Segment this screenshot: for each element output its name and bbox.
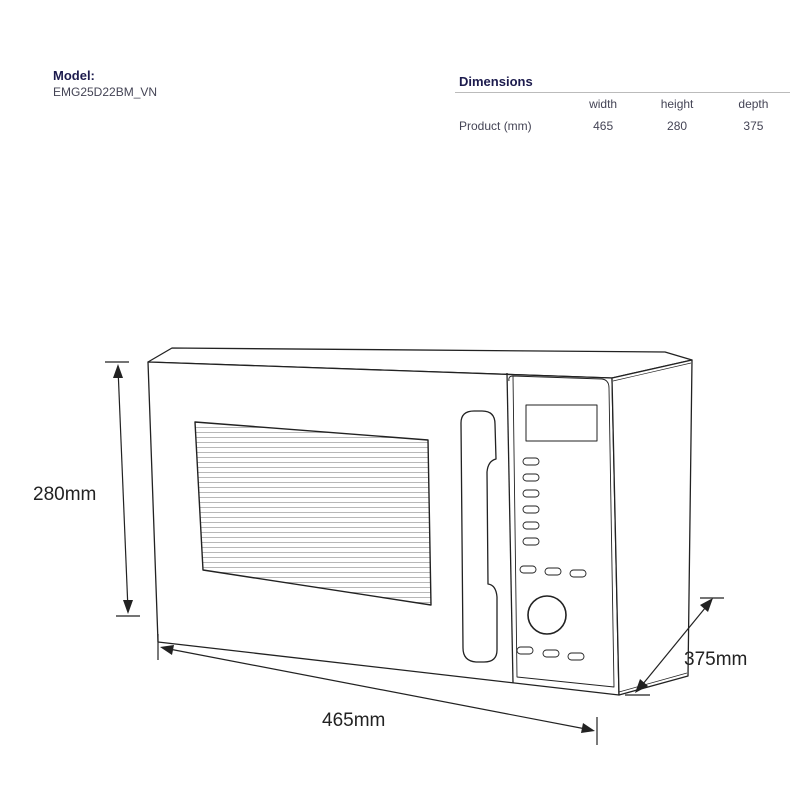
width-dimension-line — [157, 634, 598, 745]
dimensions-title: Dimensions — [455, 70, 790, 93]
dimensions-grid: width height depth Product (mm) 465 280 … — [455, 93, 790, 137]
dimensions-header-row: width height depth — [455, 93, 790, 115]
control-button — [522, 489, 540, 498]
row-label-product: Product (mm) — [459, 119, 532, 133]
control-button — [542, 649, 560, 658]
control-button — [522, 537, 540, 546]
width-label: 465mm — [322, 710, 386, 731]
value-depth: 375 — [743, 119, 764, 133]
door-window — [194, 421, 432, 606]
model-number: EMG25D22BM_VN — [53, 85, 158, 99]
control-button — [569, 569, 587, 578]
control-button — [516, 646, 534, 655]
display-window — [525, 404, 598, 442]
height-dimension-line — [105, 361, 140, 617]
control-button — [522, 521, 540, 530]
height-label: 280mm — [33, 484, 97, 505]
model-label: Model: — [53, 68, 95, 83]
control-button — [522, 473, 540, 482]
value-width: 465 — [593, 119, 614, 133]
depth-dimension-line — [625, 597, 724, 696]
column-header-height: height — [660, 97, 694, 111]
control-button — [544, 567, 562, 576]
column-header-depth: depth — [738, 97, 769, 111]
table-row: Product (mm) 465 280 375 — [455, 115, 790, 137]
microwave-side-face — [611, 359, 693, 696]
value-height: 280 — [667, 119, 688, 133]
control-button — [519, 565, 537, 574]
door-divider — [506, 372, 514, 684]
model-block: Model: EMG25D22BM_VN — [53, 68, 157, 100]
control-button — [522, 457, 540, 466]
dimensions-table: Dimensions width height depth Product (m… — [455, 70, 790, 137]
control-button — [522, 505, 540, 514]
door-handle — [460, 410, 498, 663]
control-button — [567, 652, 585, 661]
column-header-width: width — [589, 97, 618, 111]
control-dial — [527, 595, 567, 635]
depth-label: 375mm — [684, 649, 748, 670]
control-panel-outline — [512, 375, 615, 688]
